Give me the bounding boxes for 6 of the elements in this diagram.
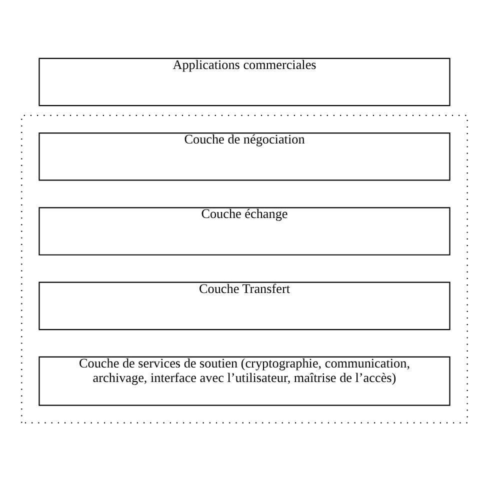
node-box: Couche Transfert [38, 281, 450, 330]
node-box: Couche échange [38, 206, 450, 255]
node-box: Applications commerciales [38, 57, 450, 106]
node-box: Couche de négociation [38, 132, 450, 180]
node-box: Couche de services de soutien (cryptographie, communication, archivage, interface avec l’utilisateur, maîtrise de l’accès) [38, 356, 450, 406]
cluster [21, 114, 468, 423]
